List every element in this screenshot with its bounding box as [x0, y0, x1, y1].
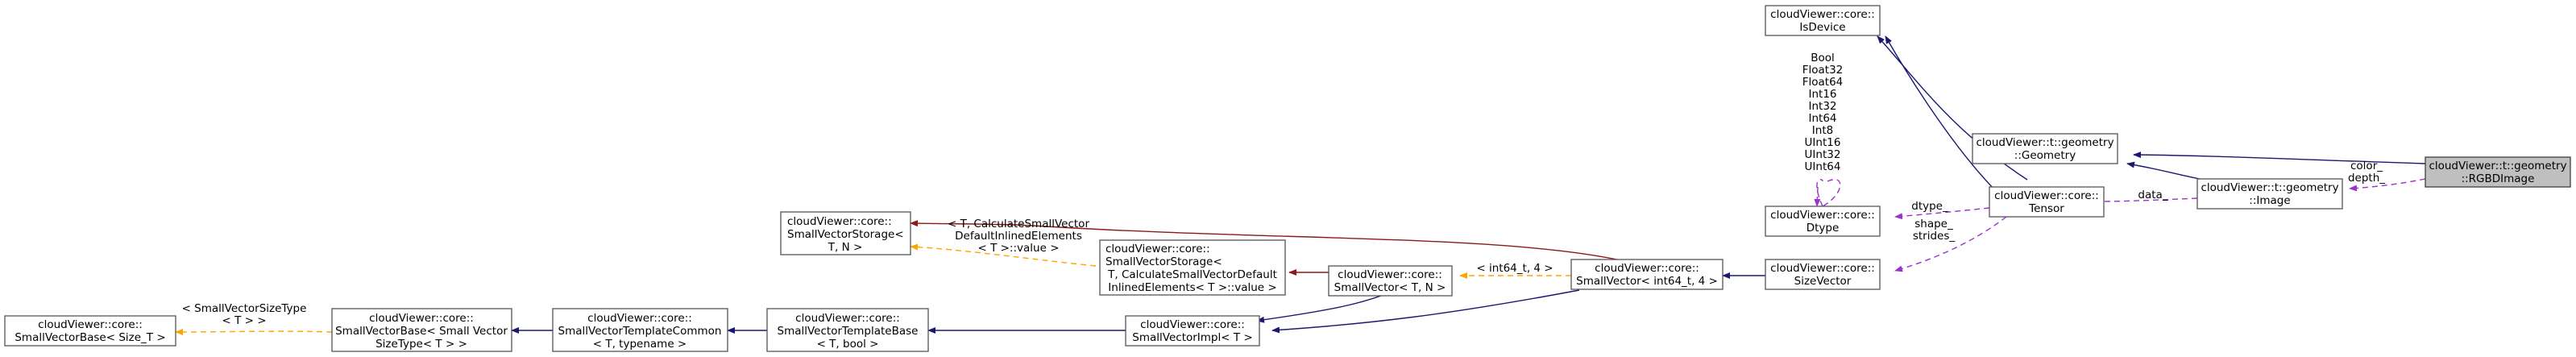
svg-text:< T, bool >: < T, bool >	[817, 338, 879, 351]
svg-text:SmallVectorTemplateCommon: SmallVectorTemplateCommon	[558, 325, 722, 338]
edge-label-dtype-values: Bool Float32 Float64 Int16 Int32 Int64 I…	[1802, 52, 1844, 173]
node-smallvectorbase-sizetype[interactable]: cloudViewer::core:: SmallVectorBase< Sma…	[331, 308, 512, 352]
edge-label-strides: strides_	[1913, 230, 1956, 243]
svg-text:SmallVectorBase< Size_T >: SmallVectorBase< Size_T >	[15, 331, 165, 344]
edge-dtype-self-head	[1814, 186, 1821, 207]
node-smallvectorimpl[interactable]: cloudViewer::core:: SmallVectorImpl< T >	[1125, 315, 1260, 347]
svg-text:InlinedElements< T >::value >: InlinedElements< T >::value >	[1108, 281, 1276, 294]
svg-text:cloudViewer::t::geometry: cloudViewer::t::geometry	[2429, 160, 2566, 172]
edge-label-color: color_	[2350, 160, 2383, 172]
edge-label-data: data_	[2138, 189, 2167, 201]
node-tensor[interactable]: cloudViewer::core:: Tensor	[1989, 186, 2105, 218]
svg-text:cloudViewer::core::: cloudViewer::core::	[1770, 8, 1875, 21]
svg-text:cloudViewer::core::: cloudViewer::core::	[369, 312, 474, 325]
edge-label-shape: shape_	[1914, 218, 1953, 230]
edge-geometry-image	[2126, 161, 2201, 180]
svg-text:cloudViewer::core::: cloudViewer::core::	[1994, 189, 2099, 202]
edge-label-dtype: dtype_	[1911, 200, 1948, 213]
svg-text:cloudViewer::core::: cloudViewer::core::	[38, 318, 143, 331]
edge-dtype-self	[1816, 178, 1841, 207]
svg-text:SmallVector< int64_t, 4 >: SmallVector< int64_t, 4 >	[1576, 275, 1718, 288]
node-isdevice[interactable]: cloudViewer::core:: IsDevice	[1765, 5, 1881, 36]
svg-text:Dtype: Dtype	[1807, 222, 1840, 235]
edge-basesize-base	[175, 328, 333, 335]
edge-geometry-rgbdimage	[2133, 152, 2426, 164]
svg-text:SizeVector: SizeVector	[1794, 275, 1852, 288]
node-smallvectorstorage-default[interactable]: cloudViewer::core:: SmallVectorStorage< …	[1099, 239, 1286, 296]
svg-text:SmallVectorTemplateBase: SmallVectorTemplateBase	[778, 325, 919, 338]
svg-text:IsDevice: IsDevice	[1799, 21, 1845, 34]
edge-label-depth: depth_	[2348, 172, 2385, 185]
svg-text:< SmallVectorSizeType: < SmallVectorSizeType	[182, 302, 307, 315]
svg-text:< T >::value >: < T >::value >	[977, 242, 1059, 255]
svg-text:< T, CalculateSmallVector: < T, CalculateSmallVector	[948, 218, 1089, 230]
svg-text:cloudViewer::core::: cloudViewer::core::	[1770, 209, 1875, 222]
svg-text:Tensor: Tensor	[2028, 202, 2064, 215]
edges	[175, 35, 2426, 335]
svg-text:UInt64: UInt64	[1805, 160, 1841, 173]
edge-impl-smallvectorint64	[1271, 289, 1580, 334]
node-geometry[interactable]: cloudViewer::t::geometry ::Geometry	[1972, 133, 2118, 164]
node-smallvectorstorage[interactable]: cloudViewer::core:: SmallVectorStorage< …	[780, 211, 911, 255]
svg-text:SmallVector< T, N >: SmallVector< T, N >	[1334, 281, 1446, 294]
svg-text:Int16: Int16	[1808, 88, 1836, 101]
svg-text:cloudViewer::core::: cloudViewer::core::	[1140, 318, 1245, 331]
node-image[interactable]: cloudViewer::t::geometry ::Image	[2196, 178, 2343, 210]
node-rgbdimage[interactable]: cloudViewer::t::geometry ::RGBDImage	[2425, 156, 2571, 188]
svg-text:SizeType< T > >: SizeType< T > >	[375, 338, 467, 351]
svg-text:cloudViewer::core::: cloudViewer::core::	[1338, 268, 1442, 281]
svg-text:cloudViewer::core::: cloudViewer::core::	[1770, 262, 1875, 275]
svg-text:cloudViewer::t::geometry: cloudViewer::t::geometry	[1976, 136, 2113, 149]
edge-storage-smallvectorint64	[910, 220, 1645, 267]
svg-text:Bool: Bool	[1811, 52, 1835, 64]
node-dtype[interactable]: cloudViewer::core:: Dtype	[1765, 205, 1881, 237]
edge-label-int64-4: < int64_t, 4 >	[1476, 262, 1553, 275]
svg-text:cloudViewer::core::: cloudViewer::core::	[787, 215, 892, 228]
svg-text:cloudViewer::core::: cloudViewer::core::	[1595, 262, 1699, 275]
svg-text:cloudViewer::core::: cloudViewer::core::	[1105, 243, 1210, 255]
edge-isdevice-tensor	[1885, 35, 1999, 194]
edge-tensor-image	[2096, 197, 2198, 205]
svg-text:SmallVectorStorage<: SmallVectorStorage<	[787, 228, 904, 241]
svg-text:::Geometry: ::Geometry	[2014, 149, 2076, 162]
edge-label-size-type: < SmallVectorSizeType < T > >	[182, 302, 307, 327]
svg-text:cloudViewer::core::: cloudViewer::core::	[795, 312, 900, 325]
edge-label-storage-default: < T, CalculateSmallVector DefaultInlined…	[948, 218, 1089, 255]
node-smallvector-tn[interactable]: cloudViewer::core:: SmallVector< T, N >	[1328, 265, 1453, 297]
edge-sizevector-tensor	[1894, 216, 2007, 272]
node-smallvectortemplatebase[interactable]: cloudViewer::core:: SmallVectorTemplateB…	[766, 308, 929, 352]
svg-text:T, N >: T, N >	[828, 241, 863, 254]
svg-text:< T > >: < T > >	[222, 314, 266, 327]
edge-storage-storagedefault	[910, 243, 1097, 267]
svg-text:SmallVectorStorage<: SmallVectorStorage<	[1105, 255, 1222, 268]
svg-text:UInt32: UInt32	[1805, 148, 1841, 161]
svg-text:SmallVectorBase< Small Vector: SmallVectorBase< Small Vector	[335, 325, 508, 338]
svg-text:Float32: Float32	[1802, 64, 1844, 77]
svg-text:SmallVectorImpl< T >: SmallVectorImpl< T >	[1132, 331, 1252, 344]
svg-text:< T, typename >: < T, typename >	[593, 338, 687, 351]
nodes: cloudViewer::t::geometry ::RGBDImage clo…	[4, 5, 2571, 352]
edge-labels: color_ depth_ data_ dtype_ shape_ stride…	[182, 52, 2386, 327]
svg-text:cloudViewer::core::: cloudViewer::core::	[587, 312, 692, 325]
svg-text:::RGBDImage: ::RGBDImage	[2462, 172, 2535, 185]
svg-text:T, CalculateSmallVectorDefault: T, CalculateSmallVectorDefault	[1107, 268, 1277, 281]
svg-text:cloudViewer::t::geometry: cloudViewer::t::geometry	[2201, 181, 2338, 194]
svg-text:DefaultInlinedElements: DefaultInlinedElements	[955, 230, 1082, 243]
edge-dtype-tensor	[1894, 207, 1990, 220]
node-sizevector[interactable]: cloudViewer::core:: SizeVector	[1765, 259, 1881, 290]
svg-text:::Image: ::Image	[2249, 194, 2290, 207]
edge-image-rgbdimage	[2349, 178, 2426, 192]
svg-text:Float64: Float64	[1802, 76, 1844, 89]
svg-text:UInt16: UInt16	[1805, 136, 1841, 149]
svg-text:Int32: Int32	[1808, 100, 1836, 113]
node-smallvectortemplatecommon[interactable]: cloudViewer::core:: SmallVectorTemplateC…	[552, 308, 728, 352]
node-smallvectorbase-size-t[interactable]: cloudViewer::core:: SmallVectorBase< Siz…	[4, 315, 176, 347]
svg-text:Int64: Int64	[1808, 112, 1836, 125]
svg-text:Int8: Int8	[1812, 124, 1833, 137]
node-smallvector-int64[interactable]: cloudViewer::core:: SmallVector< int64_t…	[1570, 259, 1724, 290]
